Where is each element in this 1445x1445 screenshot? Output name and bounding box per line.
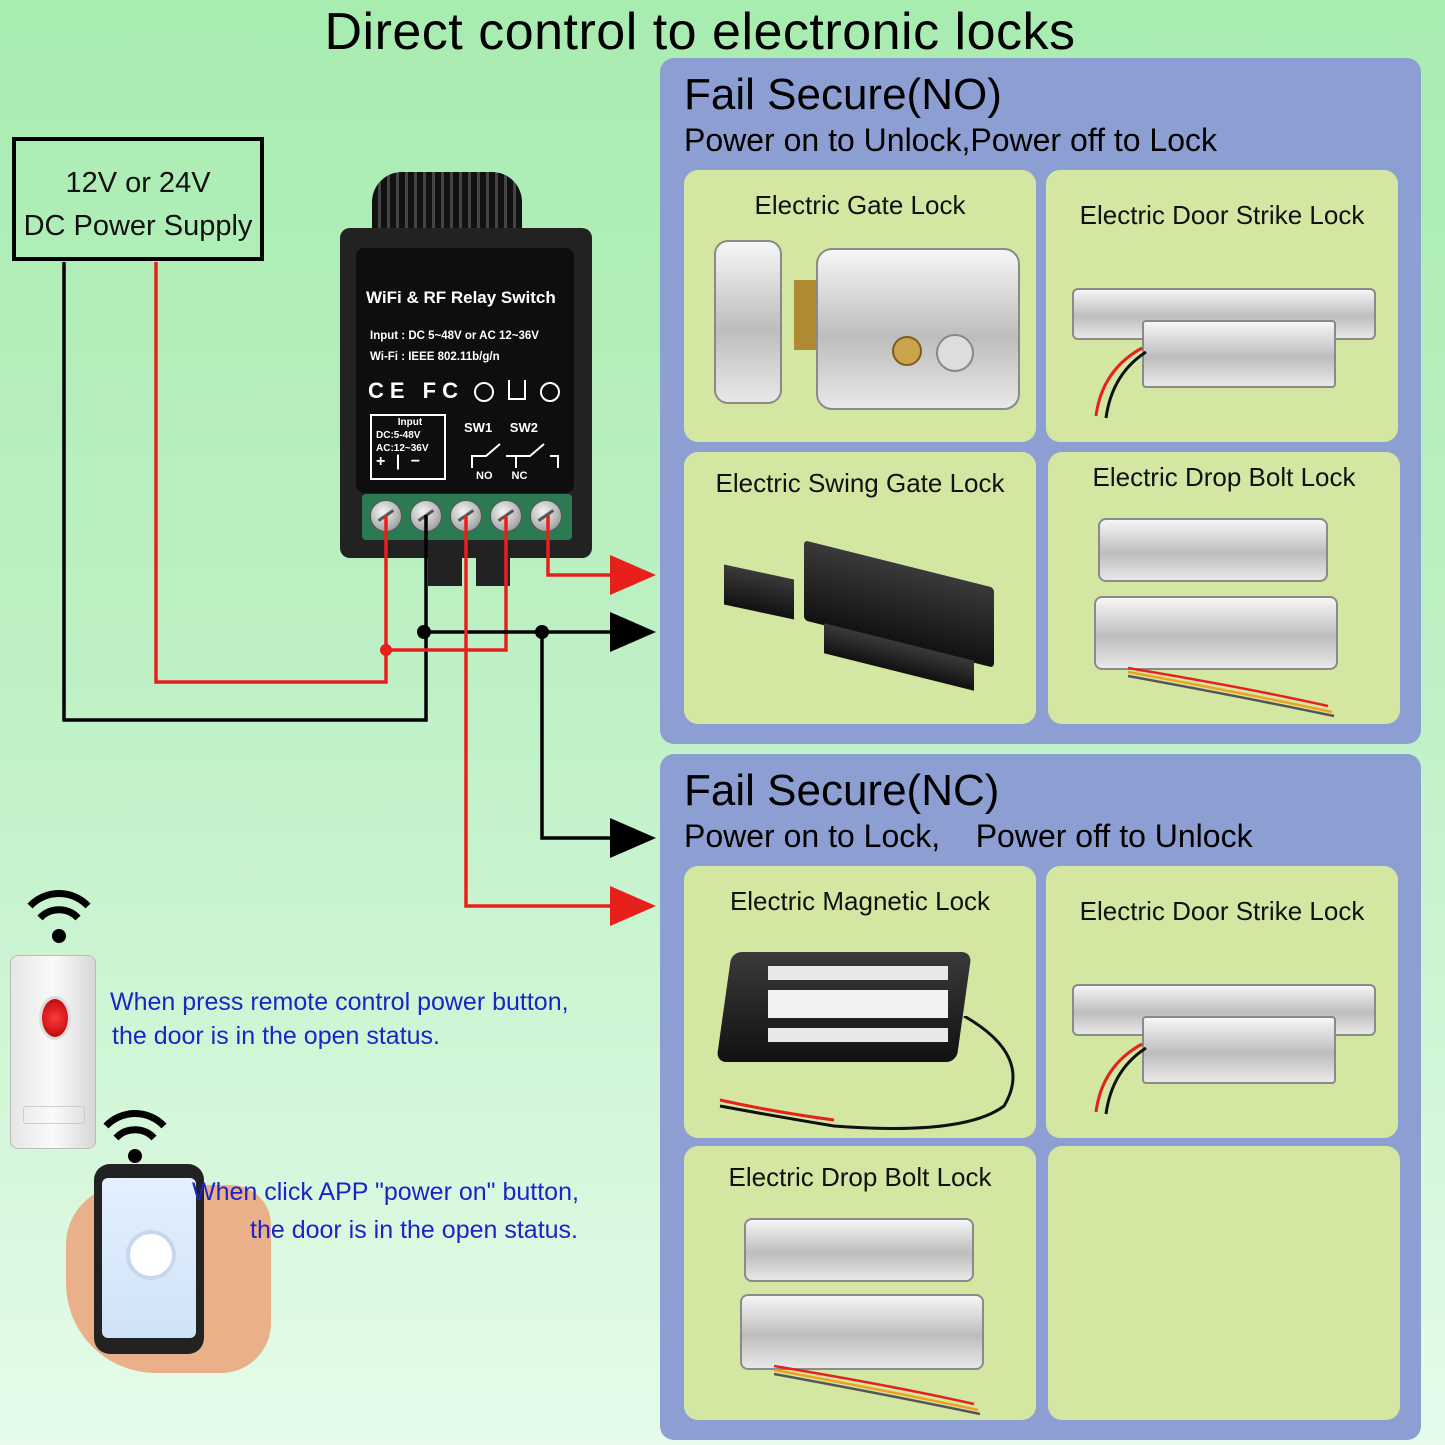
lock-label: Electric Gate Lock	[754, 190, 966, 220]
remote-caption-line1: When press remote control power button,	[110, 988, 569, 1016]
terminal-screw	[370, 500, 402, 532]
power-supply-type: DC Power Supply	[23, 210, 253, 242]
door-strike-body	[1142, 320, 1336, 388]
strike-wires	[1094, 346, 1147, 419]
lock-label: Electric Door Strike Lock	[1079, 896, 1365, 926]
panel-no-title: Fail Secure(NO)	[684, 70, 1002, 119]
terminal-strip	[362, 494, 572, 540]
lock-card: Electric Drop Bolt Lock	[684, 1146, 1036, 1420]
drop-bolt-wires	[1128, 666, 1335, 718]
drop-bolt-body	[740, 1294, 984, 1370]
app-caption-line1: When click APP "power on" button,	[192, 1178, 579, 1206]
smartphone-icon	[94, 1164, 204, 1354]
remote-cover	[23, 1106, 85, 1124]
input-box-dc: DC:5-48V	[376, 430, 421, 441]
drop-bolt-keeper	[1098, 518, 1328, 582]
recycle-icon	[474, 382, 494, 402]
magnetic-lock-strip	[768, 1028, 948, 1042]
input-box-title: Input	[397, 417, 423, 428]
strike-wires	[1094, 1042, 1147, 1115]
lock-card: Electric Swing Gate Lock	[684, 452, 1036, 724]
contact-labels: NO NC	[476, 470, 528, 482]
terminal-screw	[410, 500, 442, 532]
lock-label: Electric Drop Bolt Lock	[728, 1162, 992, 1192]
panel-nc-title: Fail Secure(NC)	[684, 766, 1000, 815]
empty-card	[1048, 1146, 1400, 1420]
terminal-screw	[450, 500, 482, 532]
swing-lock-bracket	[724, 564, 794, 620]
app-caption-line2: the door is in the open status.	[250, 1216, 578, 1244]
remote-caption-line2: the door is in the open status.	[112, 1022, 440, 1050]
relay-wifi-spec: Wi-Fi : IEEE 802.11b/g/n	[370, 351, 500, 363]
antenna-coil	[372, 172, 522, 232]
lock-card: Electric Drop Bolt Lock	[1048, 452, 1400, 724]
page-title: Direct control to electronic locks	[324, 3, 1076, 61]
panel-no-subtitle: Power on to Unlock,Power off to Lock	[684, 122, 1218, 158]
lock-card: Electric Door Strike Lock	[1046, 866, 1398, 1138]
gate-lock-latch	[794, 280, 816, 350]
arrow-head-black	[610, 612, 656, 652]
arrow-head-black	[610, 818, 656, 858]
drop-bolt-body	[1094, 596, 1338, 670]
rohs-icon	[540, 382, 560, 402]
panel-nc-subtitle: Power on to Lock, Power off to Unlock	[684, 818, 1253, 854]
relay-device: WiFi & RF Relay Switch Input : DC 5~48V …	[340, 228, 592, 586]
switch-labels: SW1 SW2	[464, 420, 538, 435]
lock-card: Electric Magnetic Lock	[684, 866, 1036, 1138]
certification-marks: CE FC	[368, 378, 464, 403]
gate-lock-body	[816, 248, 1020, 410]
junction-dot	[417, 625, 431, 639]
weee-bin-icon	[508, 380, 526, 400]
panel-fail-secure-nc: Fail Secure(NC) Power on to Lock, Power …	[660, 754, 1421, 1440]
app-power-button	[126, 1230, 176, 1280]
wifi-icon	[103, 1110, 167, 1163]
relay-input-spec: Input : DC 5~48V or AC 12~36V	[370, 330, 539, 342]
relay-face-label: WiFi & RF Relay Switch Input : DC 5~48V …	[356, 248, 574, 493]
key-cylinder-icon	[892, 336, 922, 366]
wire-nc-black	[540, 632, 612, 840]
input-terminal-box: Input DC:5-48V AC:12~36V + | −	[370, 414, 446, 480]
junction-dot	[380, 644, 392, 656]
drop-bolt-wires	[774, 1364, 981, 1416]
magnetic-lock-wires	[719, 1016, 1015, 1130]
lock-label: Electric Drop Bolt Lock	[1092, 462, 1356, 492]
door-strike-body	[1142, 1016, 1336, 1084]
lock-card: Electric Door Strike Lock	[1046, 170, 1398, 442]
junction-dot	[535, 625, 549, 639]
wifi-icon	[27, 890, 91, 943]
relay-title: WiFi & RF Relay Switch	[366, 288, 556, 307]
power-supply-voltage: 12V or 24V	[65, 167, 211, 199]
remote-control-icon	[10, 955, 96, 1149]
lock-card: Electric Gate Lock	[684, 170, 1036, 442]
drop-bolt-keeper	[744, 1218, 974, 1282]
mounting-tab	[476, 558, 510, 586]
arrow-head-red	[610, 886, 656, 926]
lock-label: Electric Magnetic Lock	[729, 886, 991, 916]
arrow-head-red	[610, 555, 656, 595]
power-supply-box: 12V or 24V DC Power Supply	[12, 137, 264, 261]
magnetic-lock-strip	[768, 966, 948, 980]
mounting-tab	[428, 558, 462, 586]
lock-label: Electric Swing Gate Lock	[715, 468, 1005, 498]
push-button-icon	[936, 334, 974, 372]
lock-label: Electric Door Strike Lock	[1079, 200, 1365, 230]
phone-screen	[102, 1178, 196, 1338]
terminal-screw	[530, 500, 562, 532]
panel-fail-secure-no: Fail Secure(NO) Power on to Unlock,Power…	[660, 58, 1421, 744]
magnetic-lock-strip	[768, 990, 948, 1018]
relay-contact-schematic	[471, 443, 559, 468]
input-box-polarity: + | −	[376, 453, 424, 470]
terminal-screw	[490, 500, 522, 532]
remote-power-button	[39, 996, 71, 1040]
gate-lock-keeper	[714, 240, 782, 404]
